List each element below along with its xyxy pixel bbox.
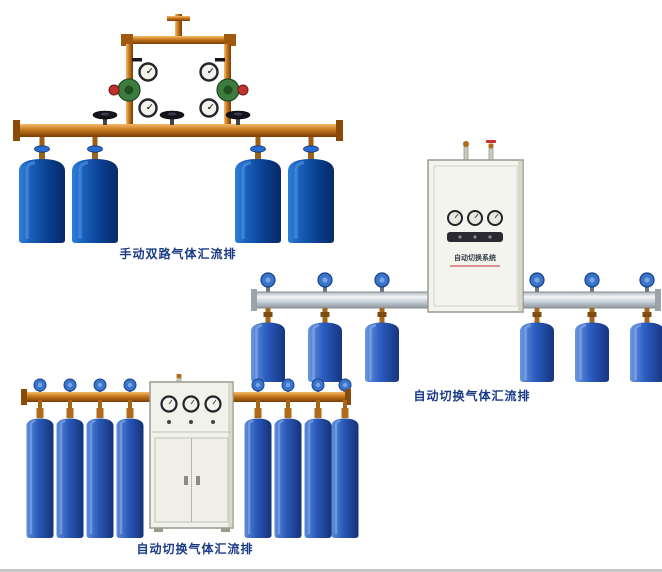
cabinet-doors [154,437,229,523]
illustration-auto-switch-floor [21,374,360,540]
gas-cylinder [518,306,556,384]
pressure-gauge [199,62,219,82]
gas-cylinder [25,398,55,540]
regulator-left [108,62,158,118]
gas-cylinder [273,398,303,540]
header-pipe [16,124,340,137]
cabinet-top-pipes [463,140,496,163]
gas-cylinder [55,398,85,540]
gas-cylinder [115,398,145,540]
gas-cylinder [573,306,611,384]
pressure-gauge [138,62,158,82]
control-cabinet-wall: 自动切换系统 [427,159,524,313]
cabinet-label: 自动切换系统 [454,253,496,262]
gas-cylinder [306,306,344,384]
control-cabinet-floor [149,374,234,532]
gas-cylinder [70,144,120,245]
gas-cylinder [628,306,662,384]
pressure-gauge [199,98,219,118]
illustration-auto-switch-wall: 自动切换系统 [250,140,662,384]
cabinet-gauges [160,395,222,413]
gas-cylinder [363,306,401,384]
pressure-gauge [138,98,158,118]
gas-cylinder [330,398,360,540]
cabinet-vent [447,232,503,242]
cabinet-gauges [447,210,503,226]
gas-cylinder [250,306,287,384]
caption-auto-switch-floor: 自动切换气体汇流排 [136,542,254,556]
caption-manual-dual-manifold: 手动双路气体汇流排 [119,247,237,261]
regulator-right [199,62,249,118]
valve-handwheel [92,110,118,126]
gas-cylinder [243,398,273,540]
valve-handwheel [159,110,185,126]
gas-cylinder [303,398,333,540]
gas-cylinder [17,144,67,245]
gas-cylinder [85,398,115,540]
bottom-divider [0,569,662,572]
manifold-pipework [13,14,343,141]
caption-auto-switch-wall: 自动切换气体汇流排 [413,389,531,403]
illustration-manual-dual-manifold [13,14,343,245]
